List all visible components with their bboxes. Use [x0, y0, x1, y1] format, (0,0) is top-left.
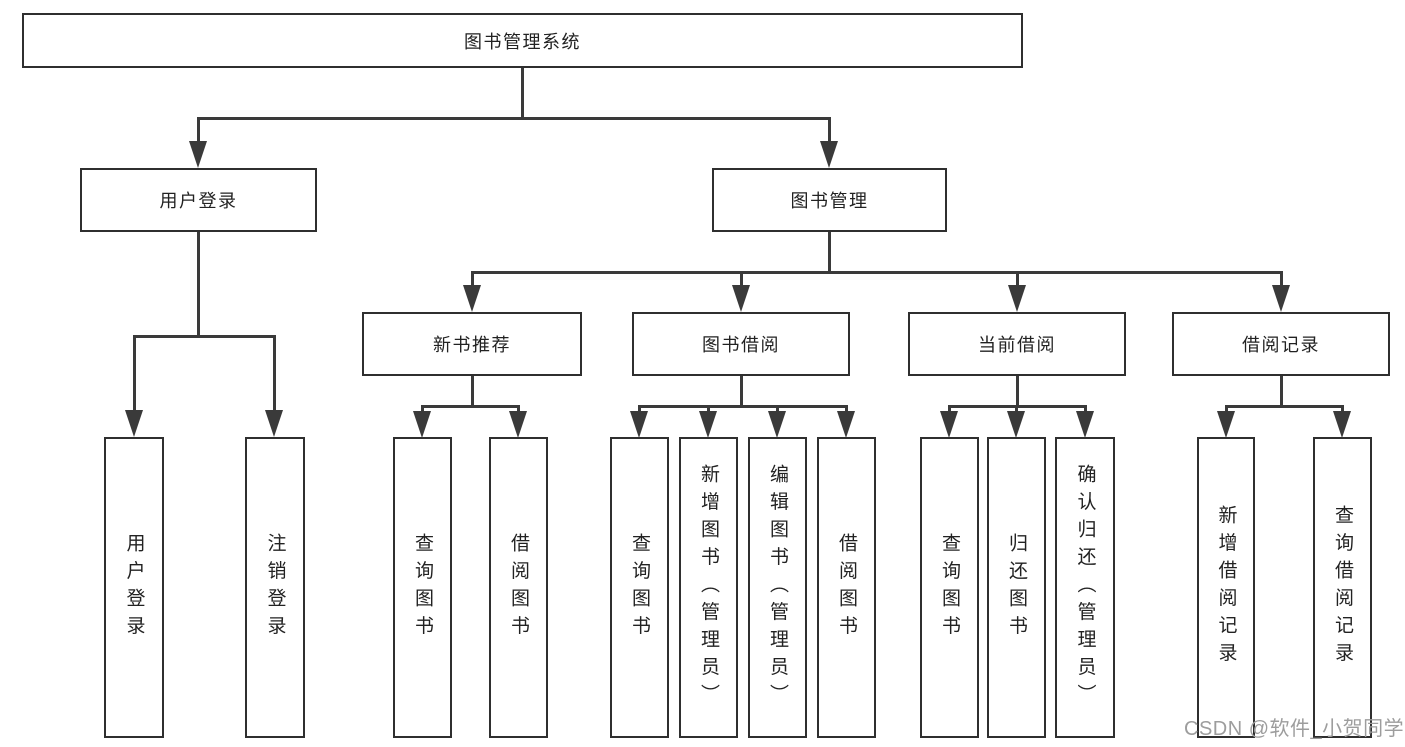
node-root: 图书管理系统 [22, 13, 1023, 68]
connector-stub-leaf-logout [273, 335, 276, 415]
connector-stub-rr1 [1225, 405, 1228, 415]
connector-stub-record [1280, 271, 1283, 289]
leaf-bb-add-books-admin: 新增图书（管理员） [679, 437, 738, 738]
connector-book-mgmt-drop [828, 232, 831, 273]
leaf-bb-edit-books-admin-label: 编辑图书（管理员） [767, 463, 788, 712]
connector-stub-user-login [197, 117, 200, 144]
connector-stub-cb3 [1084, 405, 1087, 415]
node-borrow-record-label: 借阅记录 [1242, 335, 1320, 355]
leaf-cb-return-books-label: 归还图书 [1006, 532, 1027, 643]
connector-stub-leaf-login [133, 335, 136, 415]
leaf-cb-confirm-return-admin-label: 确认归还（管理员） [1074, 463, 1096, 712]
leaf-rr-query-record-label: 查询借阅记录 [1332, 505, 1353, 670]
arrow-bb4 [837, 411, 855, 438]
node-book-mgmt: 图书管理 [712, 168, 947, 232]
arrow-rr2 [1333, 411, 1351, 438]
connector-stub-bb3 [776, 405, 779, 415]
csdn-watermark: CSDN @软件_小贺同学 [1184, 718, 1405, 740]
leaf-nb-query-books: 查询图书 [393, 437, 452, 738]
leaf-user-login: 用户登录 [104, 437, 164, 738]
node-book-mgmt-label: 图书管理 [790, 191, 869, 211]
arrow-nb2 [509, 411, 527, 438]
connector-book-mgmt-rail [471, 271, 1282, 274]
leaf-bb-query-books-label: 查询图书 [629, 532, 650, 643]
leaf-cb-return-books: 归还图书 [987, 437, 1046, 738]
leaf-bb-query-books: 查询图书 [610, 437, 669, 738]
leaf-nb-borrow-books-label: 借阅图书 [508, 532, 529, 643]
connector-stub-nb1 [421, 405, 424, 415]
leaf-rr-query-record: 查询借阅记录 [1313, 437, 1372, 738]
connector-user-login-drop [197, 232, 200, 337]
node-new-book-rec-label: 新书推荐 [433, 335, 511, 355]
connector-borrow-drop [740, 376, 743, 407]
connector-root-rail [197, 117, 830, 120]
leaf-bb-add-books-admin-label: 新增图书（管理员） [698, 463, 719, 712]
arrow-rr1 [1217, 411, 1235, 438]
leaf-rr-add-record-label: 新增借阅记录 [1215, 505, 1237, 670]
connector-stub-bb2 [707, 405, 710, 415]
node-user-login: 用户登录 [80, 168, 317, 232]
leaf-bb-borrow-books: 借阅图书 [817, 437, 876, 738]
connector-stub-rr2 [1341, 405, 1344, 415]
node-user-login-label: 用户登录 [159, 191, 238, 211]
connector-borrow-rail [638, 405, 847, 408]
connector-stub-book-mgmt [828, 117, 831, 144]
node-borrow-record: 借阅记录 [1172, 312, 1390, 376]
arrow-user-login [189, 141, 207, 168]
leaf-bb-edit-books-admin: 编辑图书（管理员） [748, 437, 807, 738]
connector-stub-nb2 [517, 405, 520, 415]
arrow-leaf-logout [265, 410, 283, 437]
arrow-cb1 [940, 411, 958, 438]
connector-record-drop [1280, 376, 1283, 407]
leaf-cb-query-books-label: 查询图书 [939, 532, 960, 643]
arrow-leaf-login [125, 410, 143, 437]
arrow-cb3 [1076, 411, 1094, 438]
arrow-current [1008, 285, 1026, 312]
connector-stub-bb4 [845, 405, 848, 415]
leaf-cb-confirm-return-admin: 确认归还（管理员） [1055, 437, 1115, 738]
arrow-record [1272, 285, 1290, 312]
connector-new-book-rail [421, 405, 519, 408]
connector-stub-cb1 [948, 405, 951, 415]
leaf-nb-query-books-label: 查询图书 [412, 532, 433, 643]
leaf-user-login-label: 用户登录 [123, 532, 145, 643]
connector-stub-borrow [740, 271, 743, 289]
connector-root-drop [521, 68, 524, 118]
connector-current-drop [1016, 376, 1019, 407]
arrow-bb2 [699, 411, 717, 438]
node-root-label: 图书管理系统 [464, 31, 581, 52]
arrow-book-mgmt [820, 141, 838, 168]
leaf-nb-borrow-books: 借阅图书 [489, 437, 548, 738]
node-new-book-rec: 新书推荐 [362, 312, 582, 376]
connector-stub-current [1016, 271, 1019, 289]
node-current-borrow: 当前借阅 [908, 312, 1126, 376]
arrow-bb1 [630, 411, 648, 438]
node-book-borrow: 图书借阅 [632, 312, 850, 376]
node-current-borrow-label: 当前借阅 [978, 335, 1056, 355]
connector-stub-new-book [471, 271, 474, 289]
connector-new-book-drop [471, 376, 474, 407]
connector-stub-cb2 [1015, 405, 1018, 415]
leaf-logout-label: 注销登录 [264, 532, 286, 643]
arrow-new-book [463, 285, 481, 312]
arrow-nb1 [413, 411, 431, 438]
connector-stub-bb1 [638, 405, 641, 415]
arrow-borrow [732, 285, 750, 312]
leaf-logout: 注销登录 [245, 437, 305, 738]
leaf-cb-query-books: 查询图书 [920, 437, 979, 738]
connector-user-login-rail [133, 335, 275, 338]
leaf-rr-add-record: 新增借阅记录 [1197, 437, 1255, 738]
node-book-borrow-label: 图书借阅 [702, 335, 780, 355]
arrow-cb2 [1007, 411, 1025, 438]
connector-record-rail [1225, 405, 1343, 408]
arrow-bb3 [768, 411, 786, 438]
leaf-bb-borrow-books-label: 借阅图书 [836, 532, 857, 643]
